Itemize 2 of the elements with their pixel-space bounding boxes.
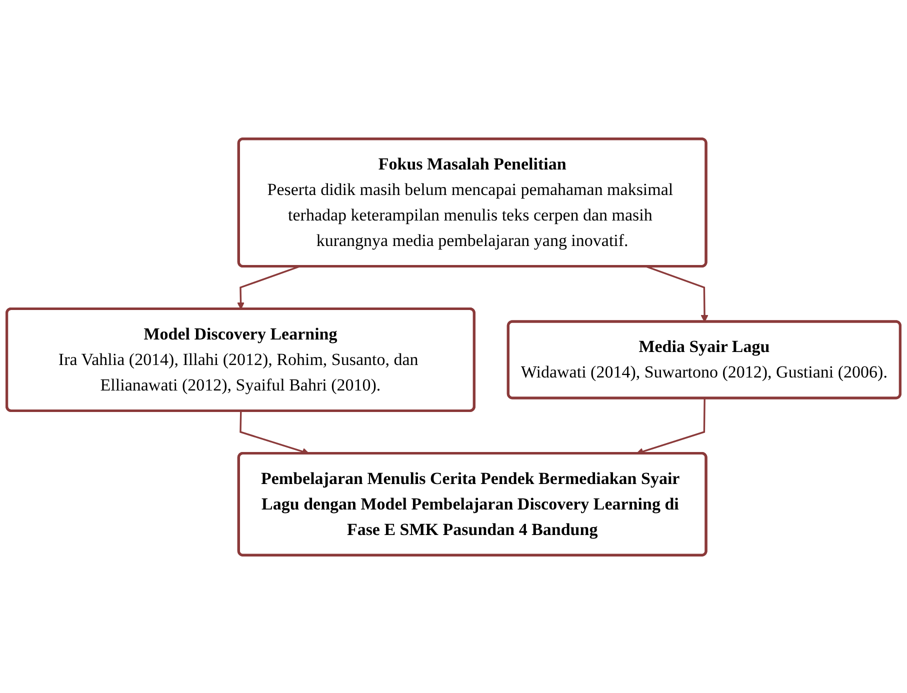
arrow [646, 265, 708, 322]
arrow [237, 265, 300, 310]
